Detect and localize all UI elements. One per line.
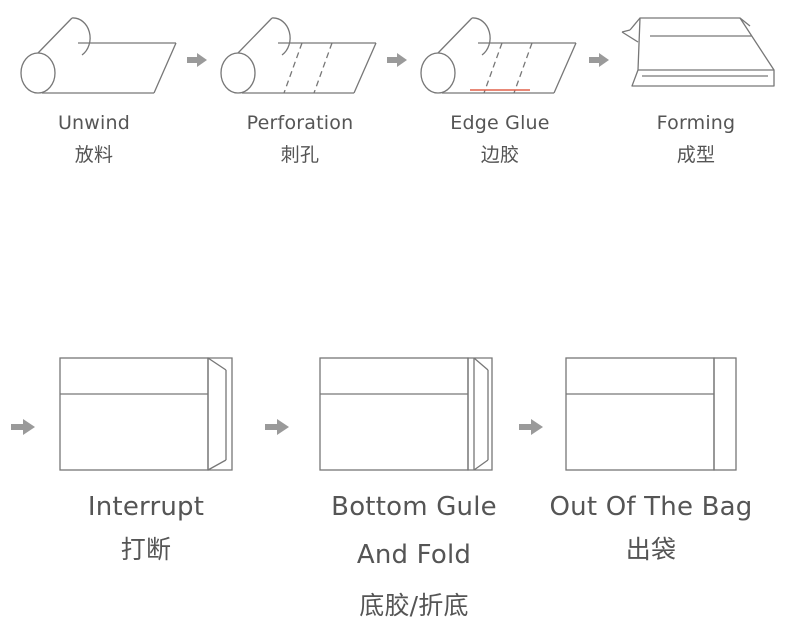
arrow-right-icon — [519, 419, 543, 435]
formed-sheet-icon — [621, 17, 775, 87]
step-perforation-label: Perforation — [246, 112, 354, 134]
arrow-right-icon — [187, 53, 207, 67]
step-edge-glue-label-zh: 边胶 — [480, 144, 520, 166]
arrow-right-icon — [11, 419, 35, 435]
step-forming-label: Forming — [656, 112, 736, 134]
step-bottom-glue-label-zh: 底胶/折底 — [359, 591, 469, 620]
arrow-right-icon — [265, 419, 289, 435]
arrow-right-icon — [387, 53, 407, 67]
step-forming-label-zh: 成型 — [676, 144, 716, 166]
glued-roll-icon — [420, 17, 577, 94]
step-out-of-bag-label: Out Of The Bag — [549, 492, 753, 522]
step-interrupt-label: Interrupt — [87, 492, 205, 522]
step-bottom-glue-label: Bottom Gule — [331, 492, 497, 522]
folded-bag-icon — [319, 357, 493, 471]
step-unwind-label-zh: 放料 — [74, 144, 114, 166]
film-roll-icon — [20, 17, 177, 94]
step-unwind-label: Unwind — [57, 112, 131, 134]
step-edge-glue-label: Edge Glue — [450, 112, 550, 134]
cut-bag-icon — [59, 357, 233, 471]
step-bottom-glue-label-line2: And Fold — [356, 540, 472, 570]
finished-bag-icon — [565, 357, 737, 471]
step-interrupt-label-zh: 打断 — [120, 535, 172, 564]
arrow-right-icon — [589, 53, 609, 67]
perforated-roll-icon — [220, 17, 377, 94]
step-perforation-label-zh: 刺孔 — [280, 144, 320, 166]
step-out-of-bag-label-zh: 出袋 — [625, 535, 677, 564]
